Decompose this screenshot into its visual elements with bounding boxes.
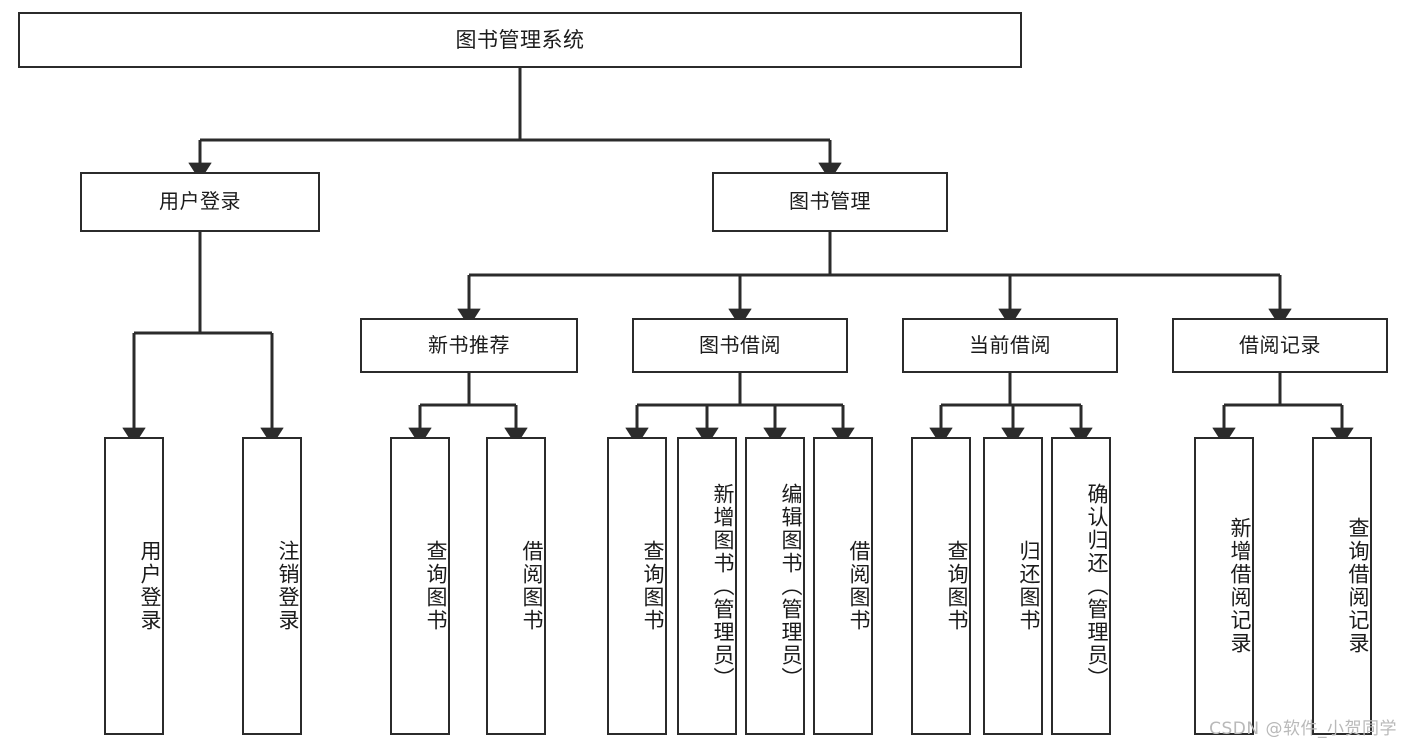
node-label-leaf-return-book: 归还图书 bbox=[1017, 540, 1041, 632]
node-label-borrow-record: 借阅记录 bbox=[1239, 332, 1321, 357]
node-book-management[interactable]: 图书管理 bbox=[712, 172, 948, 232]
node-leaf-confirm-return[interactable]: 确认归还（管理员） bbox=[1051, 437, 1111, 735]
node-leaf-borrow-book-recommend[interactable]: 借阅图书 bbox=[486, 437, 546, 735]
node-label-leaf-borrow-book: 借阅图书 bbox=[847, 540, 871, 632]
node-current-borrow[interactable]: 当前借阅 bbox=[902, 318, 1118, 373]
node-label-leaf-logout: 注销登录 bbox=[276, 540, 300, 632]
node-leaf-query-book-borrow[interactable]: 查询图书 bbox=[607, 437, 667, 735]
node-root[interactable]: 图书管理系统 bbox=[18, 12, 1022, 68]
node-leaf-borrow-book[interactable]: 借阅图书 bbox=[813, 437, 873, 735]
edge-layer bbox=[122, 68, 1354, 446]
node-leaf-query-borrow-record[interactable]: 查询借阅记录 bbox=[1312, 437, 1372, 735]
node-leaf-edit-book[interactable]: 编辑图书（管理员） bbox=[745, 437, 805, 735]
watermark-text: CSDN @软件_小贺同学 bbox=[1209, 719, 1397, 739]
node-label-leaf-add-borrow-record: 新增借阅记录 bbox=[1228, 517, 1252, 655]
node-label-leaf-confirm-return: 确认归还（管理员） bbox=[1085, 482, 1109, 690]
node-label-leaf-edit-book: 编辑图书（管理员） bbox=[779, 482, 803, 690]
node-leaf-return-book[interactable]: 归还图书 bbox=[983, 437, 1043, 735]
node-leaf-user-login[interactable]: 用户登录 bbox=[104, 437, 164, 735]
node-borrow-record[interactable]: 借阅记录 bbox=[1172, 318, 1388, 373]
node-label-book-borrow: 图书借阅 bbox=[699, 332, 781, 357]
node-label-leaf-user-login: 用户登录 bbox=[138, 540, 162, 632]
node-label-new-book-recommend: 新书推荐 bbox=[428, 332, 510, 357]
node-label-leaf-query-borrow-record: 查询借阅记录 bbox=[1346, 517, 1370, 655]
node-label-user-login: 用户登录 bbox=[159, 189, 241, 214]
node-leaf-query-book-recommend[interactable]: 查询图书 bbox=[390, 437, 450, 735]
node-leaf-add-borrow-record[interactable]: 新增借阅记录 bbox=[1194, 437, 1254, 735]
node-new-book-recommend[interactable]: 新书推荐 bbox=[360, 318, 578, 373]
node-label-leaf-borrow-book-recommend: 借阅图书 bbox=[520, 540, 544, 632]
node-user-login[interactable]: 用户登录 bbox=[80, 172, 320, 232]
node-leaf-add-book[interactable]: 新增图书（管理员） bbox=[677, 437, 737, 735]
node-label-book-management: 图书管理 bbox=[789, 189, 871, 214]
node-label-root: 图书管理系统 bbox=[455, 27, 585, 52]
node-label-leaf-add-book: 新增图书（管理员） bbox=[711, 482, 735, 690]
node-book-borrow[interactable]: 图书借阅 bbox=[632, 318, 848, 373]
node-label-leaf-query-book-current: 查询图书 bbox=[945, 540, 969, 632]
node-label-current-borrow: 当前借阅 bbox=[969, 332, 1051, 357]
node-leaf-logout[interactable]: 注销登录 bbox=[242, 437, 302, 735]
node-label-leaf-query-book-recommend: 查询图书 bbox=[424, 540, 448, 632]
node-label-leaf-query-book-borrow: 查询图书 bbox=[641, 540, 665, 632]
node-leaf-query-book-current[interactable]: 查询图书 bbox=[911, 437, 971, 735]
